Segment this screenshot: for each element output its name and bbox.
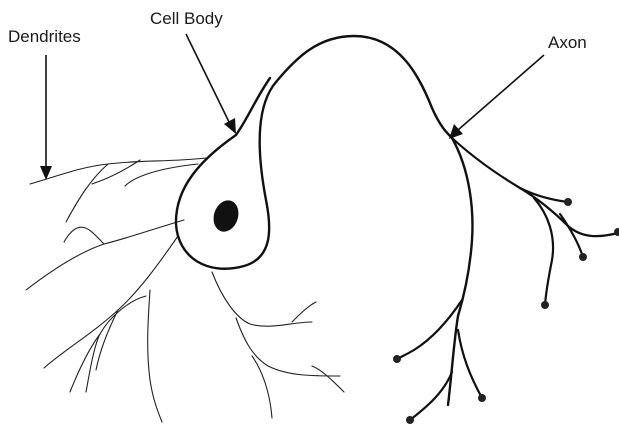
terminal-button	[406, 416, 414, 424]
terminal-button	[478, 394, 486, 402]
dendrite-branches	[26, 158, 344, 422]
label-cell-body: Cell Body	[150, 9, 223, 28]
axon-terminal-buttons	[393, 198, 619, 424]
terminal-button	[541, 301, 549, 309]
label-dendrites: Dendrites	[8, 27, 81, 46]
arrow-dendrites	[40, 55, 52, 180]
terminal-button	[579, 253, 587, 261]
nucleus	[210, 197, 243, 235]
arrow-axon	[449, 55, 544, 139]
terminal-button	[564, 198, 572, 206]
label-axon: Axon	[548, 33, 587, 52]
arrow-cell-body	[186, 34, 236, 134]
terminal-button	[393, 355, 401, 363]
axon-terminals	[397, 138, 618, 420]
